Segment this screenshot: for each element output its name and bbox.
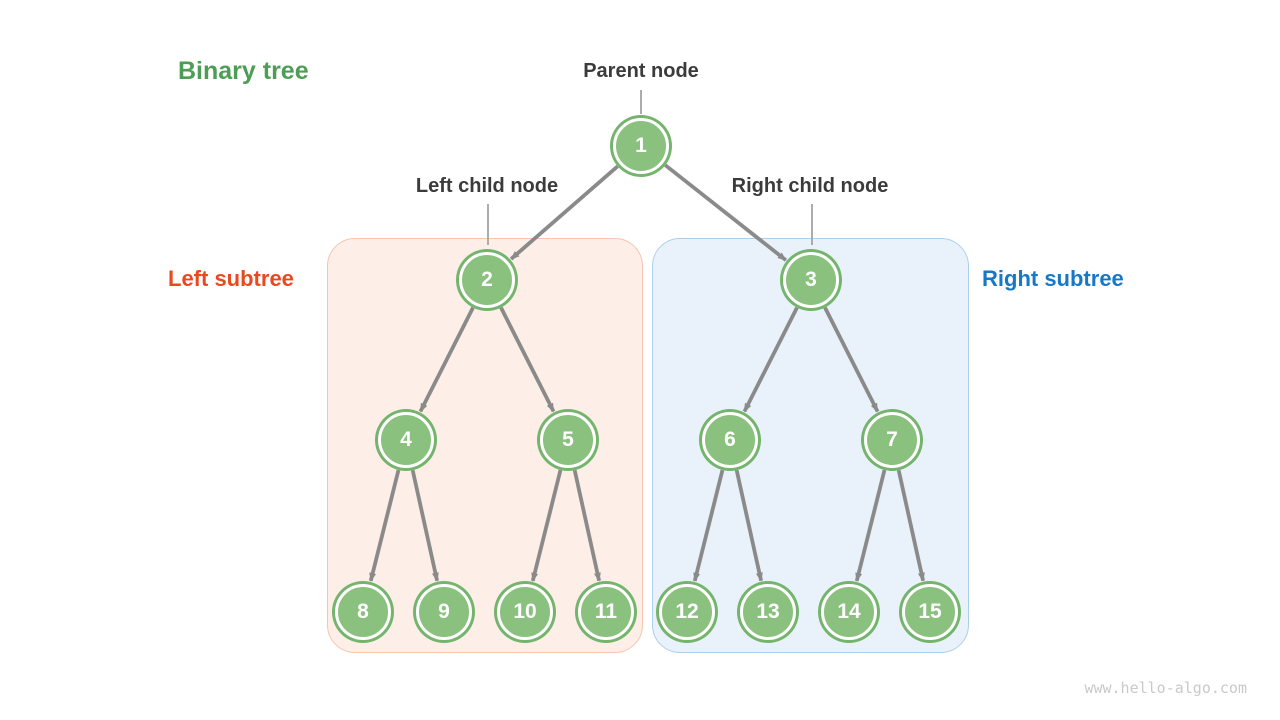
tree-node-6: 6: [702, 412, 758, 468]
tree-node-5: 5: [540, 412, 596, 468]
left-child-node-label: Left child node: [415, 175, 559, 197]
tree-node-10: 10: [497, 584, 553, 640]
edge-3-7: [823, 306, 880, 413]
tree-node-14: 14: [821, 584, 877, 640]
edge-7-14: [854, 469, 887, 582]
tree-node-12: 12: [659, 584, 715, 640]
left-subtree-label: Left subtree: [168, 266, 294, 291]
right-child-node-label: Right child node: [731, 175, 889, 197]
tree-node-4: 4: [378, 412, 434, 468]
tree-node-9: 9: [416, 584, 472, 640]
tree-node-11: 11: [578, 584, 634, 640]
edge-6-13: [734, 469, 763, 582]
edge-1-3: [664, 163, 788, 262]
edge-5-11: [572, 469, 601, 582]
tree-node-2: 2: [459, 252, 515, 308]
tree-node-7: 7: [864, 412, 920, 468]
edge-1-2: [509, 164, 619, 261]
edge-5-10: [530, 469, 563, 582]
tree-node-8: 8: [335, 584, 391, 640]
tree-node-13: 13: [740, 584, 796, 640]
edge-2-5: [499, 306, 556, 413]
edge-4-9: [410, 469, 439, 582]
edge-7-15: [896, 469, 925, 582]
watermark-url: www.hello-algo.com: [1084, 679, 1247, 697]
edge-6-12: [692, 469, 725, 582]
right-subtree-label: Right subtree: [982, 266, 1124, 291]
tree-node-3: 3: [783, 252, 839, 308]
tree-node-1: 1: [613, 118, 669, 174]
edge-4-8: [368, 469, 401, 582]
parent-node-label: Parent node: [583, 60, 699, 82]
diagram-title: Binary tree: [178, 57, 309, 85]
edge-3-6: [742, 306, 799, 413]
tree-node-15: 15: [902, 584, 958, 640]
edge-2-4: [418, 306, 475, 413]
